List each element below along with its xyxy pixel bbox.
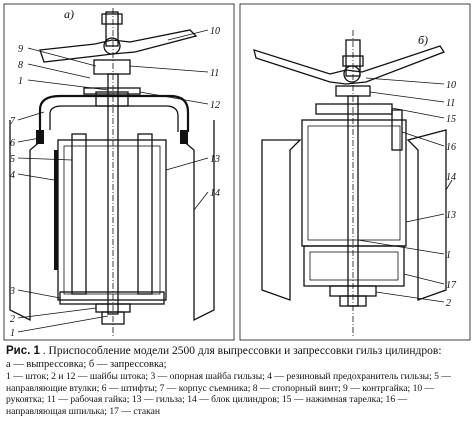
callout-8: 8 [18, 60, 23, 71]
callout-r-14: 14 [446, 172, 456, 183]
callout-12: 12 [210, 100, 220, 111]
figure-caption: Рис. 1 . Приспособление модели 2500 для … [6, 344, 468, 417]
callout-13: 13 [210, 154, 220, 165]
figure-number: Рис. 1 [6, 345, 40, 357]
callout-3: 3 [9, 286, 15, 297]
caption-legend: 1 — шток; 2 и 12 — шайбы штока; 3 — опор… [6, 371, 451, 417]
callout-11: 11 [210, 68, 219, 79]
callout-r-11: 11 [446, 98, 455, 109]
device-diagram: а) б) 9 8 1 10 11 12 7 6 5 4 13 14 3 2 1… [3, 3, 471, 341]
callout-1-bottom: 1 [10, 328, 15, 339]
callout-2: 2 [10, 314, 15, 325]
callout-r-2: 2 [446, 298, 451, 309]
callout-4: 4 [10, 170, 15, 181]
callout-r-17: 17 [446, 280, 457, 291]
callout-r-1: 1 [446, 250, 451, 261]
callout-7: 7 [10, 116, 16, 127]
panel-label-a: а) [64, 7, 74, 21]
panel-label-b: б) [418, 33, 428, 47]
drawing-extraction [3, 3, 235, 341]
caption-title: . Приспособление модели 2500 для выпресс… [42, 345, 442, 357]
callout-14: 14 [210, 188, 220, 199]
callout-1-top: 1 [18, 76, 23, 87]
callout-r-15: 15 [446, 114, 456, 125]
callout-r-16: 16 [446, 142, 456, 153]
callout-r-13: 13 [446, 210, 456, 221]
callout-10: 10 [210, 26, 220, 37]
callout-r-10: 10 [446, 80, 456, 91]
callout-6: 6 [10, 138, 15, 149]
callout-9: 9 [18, 44, 23, 55]
caption-variants: а — выпрессовка; б — запрессовка; [6, 359, 167, 370]
caption-title-line: Рис. 1 . Приспособление модели 2500 для … [6, 344, 468, 359]
drawing-pressing [239, 3, 471, 341]
callout-5: 5 [10, 154, 15, 165]
